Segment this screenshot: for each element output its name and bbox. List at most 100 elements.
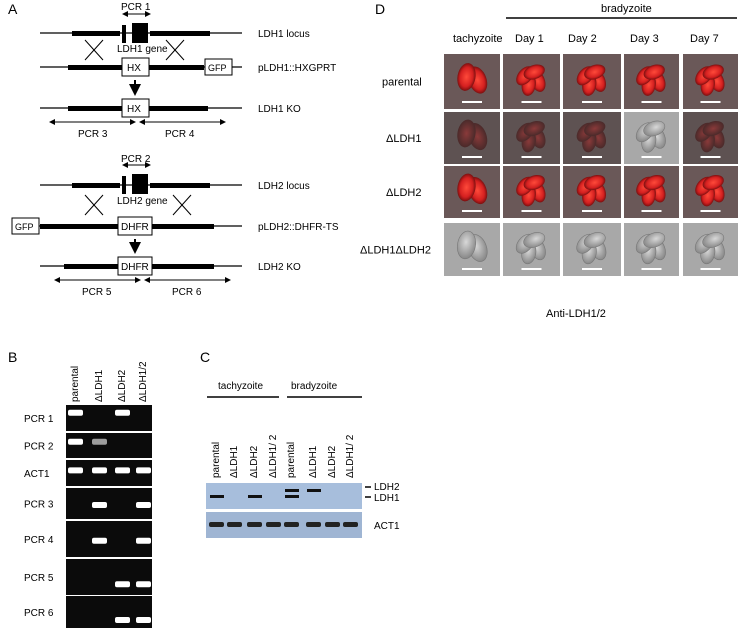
pldh2-flank-right [152, 224, 214, 229]
ldh1-locus-flank-left [72, 31, 120, 36]
dhfr-label: DHFR [121, 222, 149, 233]
parasite-cell [702, 232, 725, 248]
gel-lane-label: ΔLDH1 [94, 369, 105, 402]
micrograph-column-label: Day 2 [568, 33, 597, 45]
panel-b-label: B [8, 349, 17, 365]
scale-bar [641, 101, 662, 103]
blot-lane-label: ΔLDH1 [308, 445, 319, 478]
panel-d-label: D [375, 1, 385, 17]
gel-row-label: PCR 4 [24, 535, 54, 546]
ldh2-gene-block-a [122, 176, 126, 194]
gfp-label-1: GFP [208, 63, 227, 73]
parasite-cell [643, 64, 665, 80]
parasite-cell [523, 64, 545, 80]
ldh2-band-label: LDH2 [374, 482, 400, 493]
act1-band [325, 522, 340, 527]
scale-bar [641, 268, 662, 270]
gel-band [68, 467, 83, 474]
parasite-cell [523, 232, 546, 248]
parasite-cell [457, 119, 476, 148]
gel-band [115, 409, 130, 416]
gel-row-label: PCR 5 [24, 573, 54, 584]
gel-row-label: PCR 3 [24, 500, 54, 511]
scale-bar [521, 268, 542, 270]
scale-bar [462, 210, 482, 212]
act1-band [227, 522, 242, 527]
panel-a: A PCR 1 LDH1 gene LDH1 locus HX GFP pLDH… [8, 1, 339, 298]
hx-ko-cassette [121, 98, 150, 118]
ldh-blot-bands [210, 489, 321, 498]
parasite-cell [523, 174, 545, 191]
blot-lane-label: ΔLDH2 [249, 445, 260, 478]
parasite-cell [702, 64, 724, 80]
scale-bar [462, 101, 482, 103]
parasite-cell [702, 120, 724, 137]
parasite-cell [643, 232, 666, 248]
scale-bar [700, 210, 721, 212]
parasite-cell [584, 64, 606, 80]
gel-row-label: PCR 2 [24, 442, 54, 453]
micrograph-grid [444, 54, 738, 276]
ldh1-ko-flank-left [68, 106, 122, 111]
gel-row-label: PCR 1 [24, 414, 54, 425]
gel-band [136, 617, 151, 623]
ldh2-band [285, 489, 299, 492]
gel-band [115, 467, 130, 474]
gel-row-label: ACT1 [24, 469, 50, 480]
pldh1-flank-left [68, 65, 122, 70]
parasite-cell [583, 232, 606, 248]
gel-strip [66, 405, 152, 431]
blot-lane-label: ΔLDH1/ 2 [268, 434, 279, 478]
gel-band [92, 502, 107, 509]
scale-bar [700, 101, 721, 103]
parasite-cell [456, 230, 476, 260]
act1-band [266, 522, 281, 527]
dhfr-cassette [117, 216, 153, 236]
gel-lane-label: parental [70, 366, 81, 402]
micrograph-column-label: tachyzoite [453, 33, 503, 45]
micrograph-row-label: ΔLDH1ΔLDH2 [360, 245, 431, 257]
bradyzoite-group-label: bradyzoite [291, 381, 338, 392]
scale-bar [582, 101, 602, 103]
gel-strip [66, 559, 152, 595]
scale-bar [582, 210, 602, 212]
pcr4-label: PCR 4 [165, 129, 195, 140]
scale-bar [521, 101, 542, 103]
scale-bar [582, 156, 602, 158]
blot-lane-label: parental [286, 442, 297, 478]
blot-lane-label: ΔLDH1/ 2 [345, 434, 356, 478]
hx-ko-label: HX [127, 104, 141, 115]
micrograph-column-label: Day 3 [630, 33, 659, 45]
ldh1-gene-block-a [122, 25, 126, 43]
ldh2-ko-flank-left [64, 264, 118, 269]
gel-band [115, 617, 130, 623]
pldh2-flank-left [40, 224, 118, 229]
gfp-cassette-1 [204, 58, 233, 76]
parasite-cell [523, 120, 545, 137]
ldh2-locus-label: LDH2 locus [258, 181, 310, 192]
gel-band [136, 502, 151, 509]
ldh2-ko-label: LDH2 KO [258, 262, 301, 273]
act1-band [306, 522, 321, 527]
ldh1-gene-label: LDH1 gene [117, 44, 168, 55]
gel-band [136, 467, 151, 474]
parasite-cell [457, 63, 476, 91]
gel-strip [66, 596, 152, 628]
scale-bar [700, 268, 721, 270]
micrograph-row-label: ΔLDH2 [386, 187, 421, 199]
gel-strip [66, 433, 152, 458]
act1-blot-bands [209, 522, 358, 527]
dhfr-ko-label: DHFR [121, 262, 149, 273]
gel-band [68, 409, 83, 416]
act1-band [209, 522, 224, 527]
scale-bar [462, 156, 482, 158]
tachyzoite-group-label: tachyzoite [218, 381, 263, 392]
gel-band [92, 537, 107, 544]
bradyzoite-header: bradyzoite [601, 3, 652, 15]
pldh2-label: pLDH2::DHFR-TS [258, 222, 339, 233]
